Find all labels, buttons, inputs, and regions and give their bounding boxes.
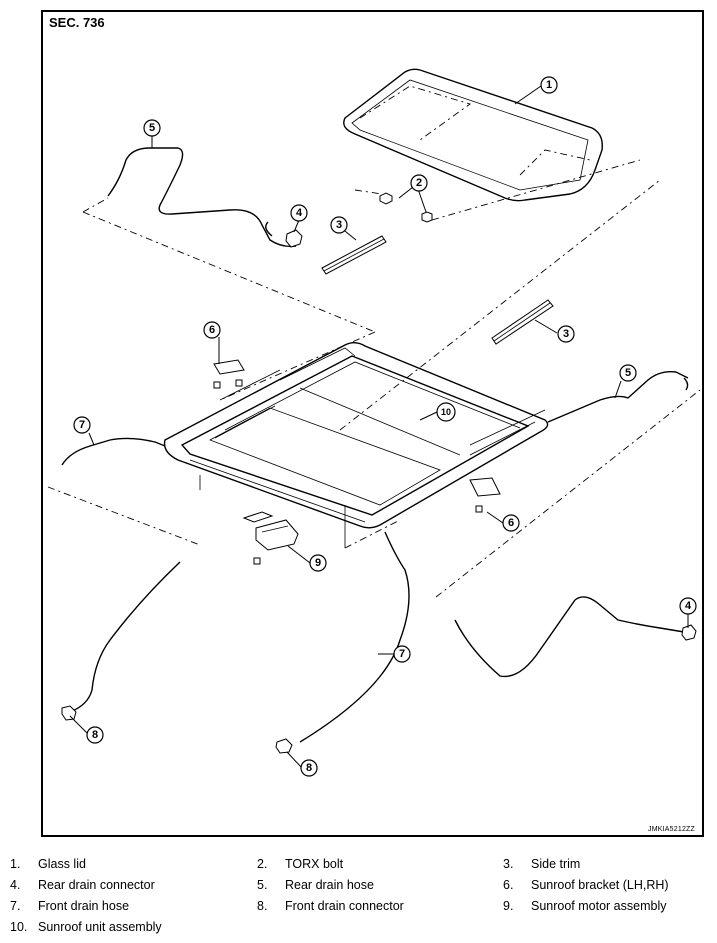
svg-text:8: 8: [92, 729, 98, 741]
rear-drain-hose-left: [82, 147, 297, 248]
torx-bolts: [354, 159, 641, 223]
sunroof-motor-assembly: [242, 511, 299, 565]
callout-3-left: 3: [330, 216, 348, 234]
svg-text:2: 2: [416, 177, 422, 189]
svg-text:5: 5: [625, 367, 631, 379]
svg-text:10: 10: [441, 407, 451, 417]
callout-1: 1: [540, 76, 558, 94]
callout-5-right: 5: [619, 364, 637, 382]
svg-text:1: 1: [546, 79, 552, 91]
callout-3-right: 3: [557, 325, 575, 343]
svg-text:9: 9: [315, 557, 321, 569]
glass-lid: [343, 68, 603, 202]
svg-text:3: 3: [563, 328, 569, 340]
callout-4-right: 4: [679, 597, 697, 615]
callout-8-left: 8: [86, 726, 104, 744]
sunroof-unit-assembly: [163, 342, 549, 548]
rear-drain-connector-left: [285, 229, 303, 248]
svg-text:7: 7: [79, 419, 85, 431]
sunroof-bracket-right: [469, 477, 501, 513]
svg-text:4: 4: [685, 600, 692, 612]
front-drain-connector-right: [275, 738, 293, 754]
front-drain-hose-right: [299, 531, 410, 743]
svg-text:3: 3: [336, 219, 342, 231]
svg-text:4: 4: [296, 207, 303, 219]
side-trim-left: [321, 235, 387, 275]
callout-2: 2: [410, 174, 428, 192]
callout-5-left: 5: [143, 119, 161, 137]
diagram-frame: [41, 10, 704, 837]
callout-6-left: 6: [203, 321, 221, 339]
sunroof-bracket-left: [213, 359, 245, 389]
front-drain-hose-left: [61, 437, 181, 713]
callout-4-left: 4: [290, 204, 308, 222]
rear-drain-connector-right: [681, 624, 697, 641]
side-trim-right: [491, 299, 554, 345]
section-label: SEC. 736: [49, 15, 105, 30]
callout-10: 10: [436, 402, 456, 422]
exploded-diagram: 1 2 3 3 4 4 5 5 6 6 7 7 8 8 9 10: [47, 68, 701, 777]
callout-8-right: 8: [300, 759, 318, 777]
svg-text:8: 8: [306, 762, 312, 774]
svg-text:5: 5: [149, 122, 155, 134]
rear-drain-hose-right-lower: [454, 596, 685, 678]
rear-drain-hose-right: [547, 370, 689, 423]
svg-text:6: 6: [209, 324, 215, 336]
callout-7-left: 7: [73, 416, 91, 434]
figure-code: JMKIA5212ZZ: [648, 826, 695, 833]
callout-6-right: 6: [502, 514, 520, 532]
svg-text:7: 7: [399, 648, 405, 660]
svg-text:6: 6: [508, 517, 514, 529]
callout-7-right: 7: [393, 645, 411, 663]
front-drain-connector-left: [61, 705, 77, 721]
callout-9: 9: [309, 554, 327, 572]
